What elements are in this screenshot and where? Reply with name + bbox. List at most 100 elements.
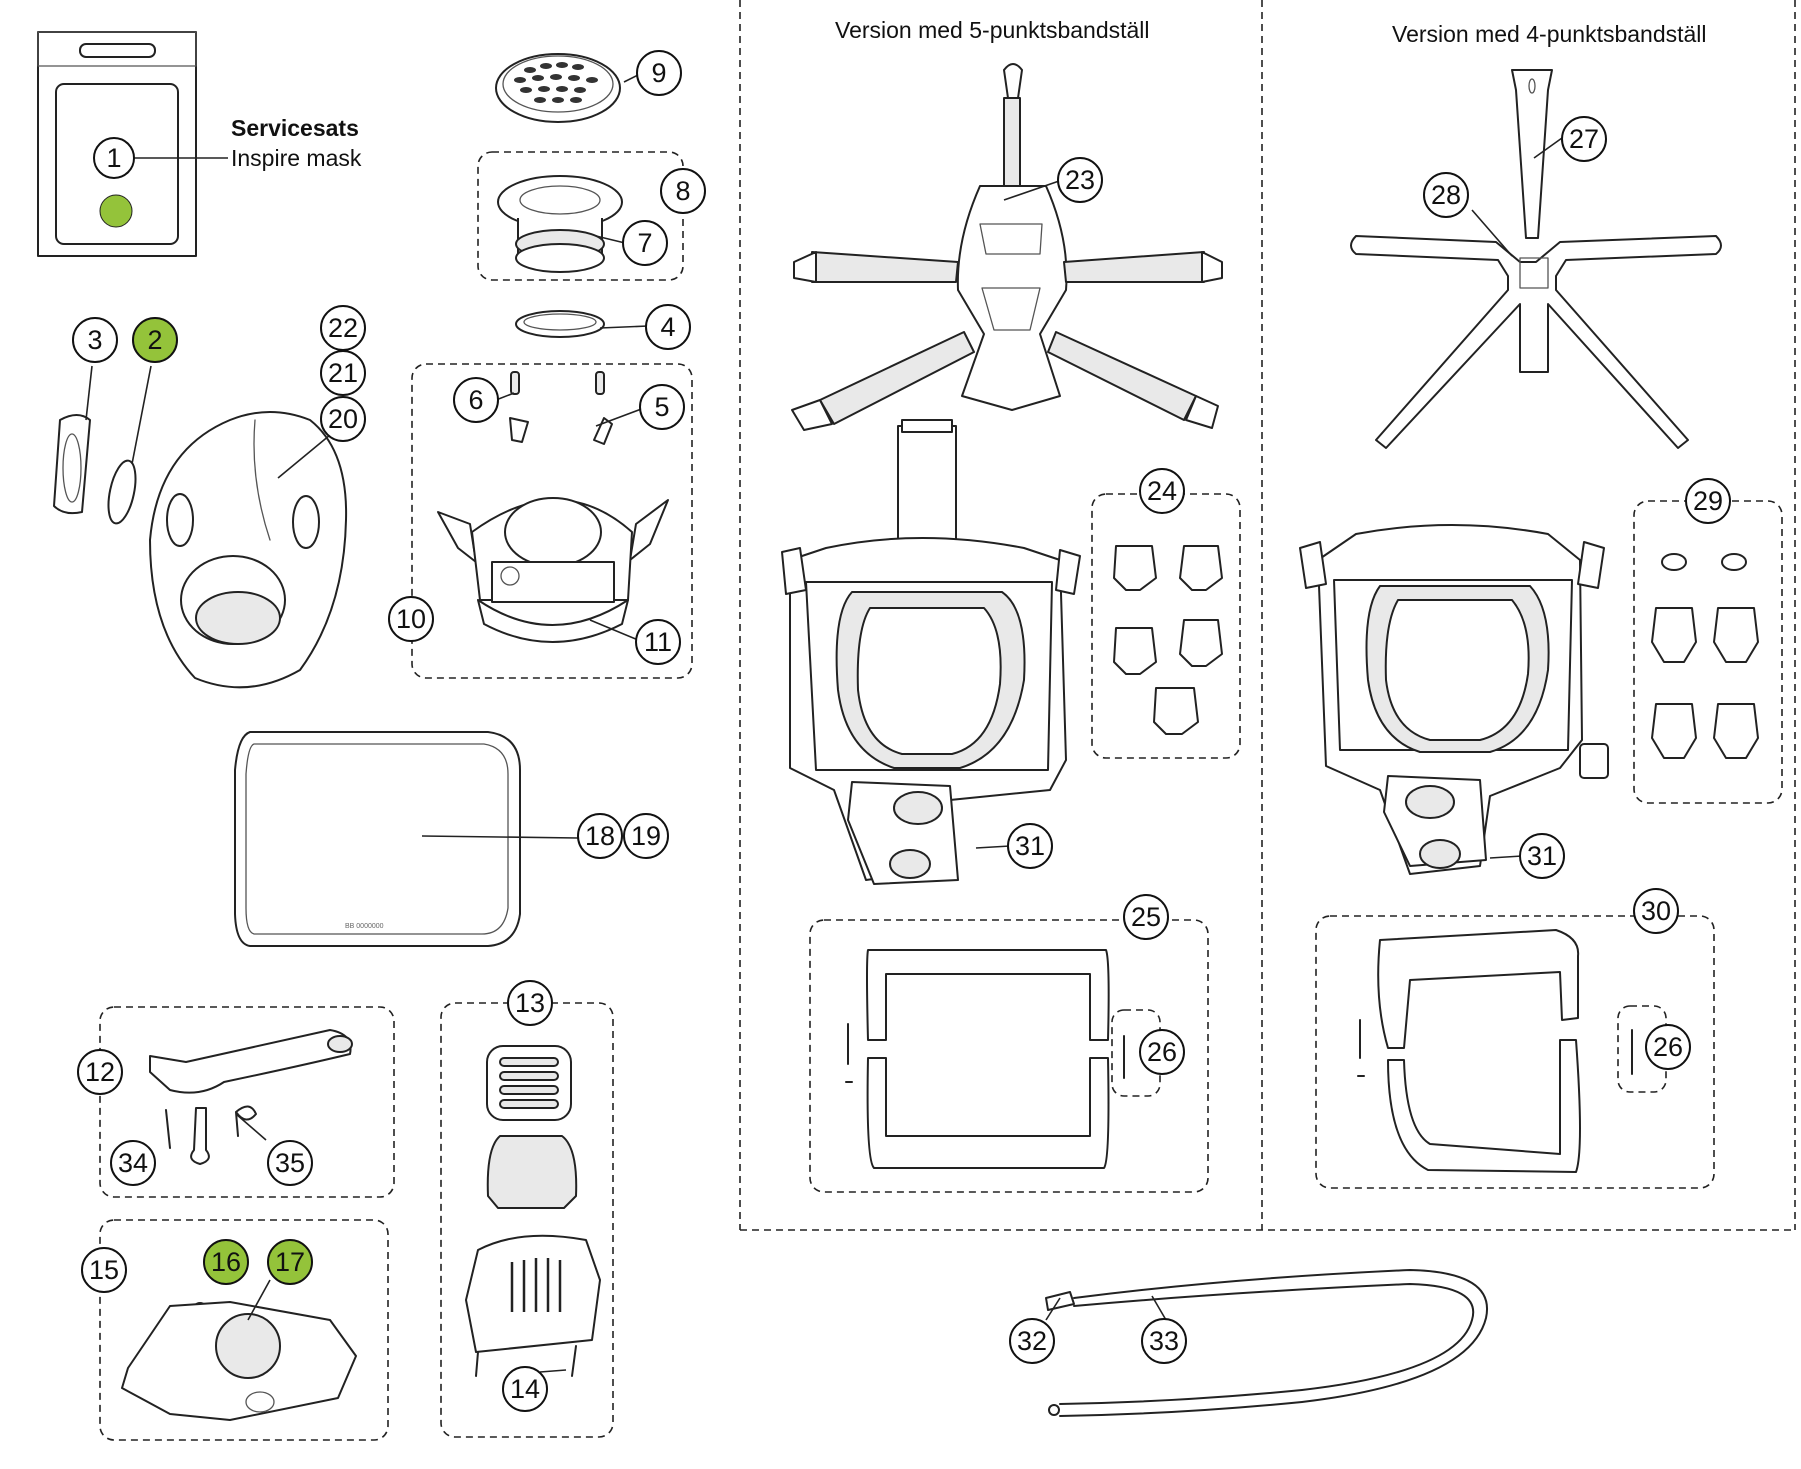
callout-28: 28	[1423, 172, 1469, 218]
svg-text:31: 31	[1527, 841, 1557, 871]
part-valve-housing	[121, 1301, 357, 1421]
callouts: 1 2 3 4 5 6 7 8 9 10 11 12 13 14 15 16 1…	[72, 50, 1731, 1412]
callout-1: 1	[93, 137, 135, 179]
svg-text:14: 14	[510, 1374, 540, 1404]
svg-text:11: 11	[644, 627, 672, 657]
part-lever	[149, 1029, 353, 1094]
svg-text:35: 35	[275, 1148, 305, 1178]
part-full-mask-4-point	[1299, 524, 1609, 875]
callout-26b: 26	[1645, 1024, 1691, 1070]
part-group-30-frame	[1315, 915, 1715, 1189]
part-group-15-frame	[99, 1219, 389, 1441]
part-screws-and-clips	[509, 371, 613, 445]
callout-12: 12	[77, 1049, 123, 1095]
callout-31a: 31	[1007, 823, 1053, 869]
svg-text:21: 21	[328, 358, 358, 388]
callout-9: 9	[636, 50, 682, 96]
callout-29: 29	[1685, 478, 1731, 524]
svg-text:20: 20	[328, 404, 358, 434]
svg-text:33: 33	[1149, 1326, 1179, 1356]
svg-text:3: 3	[87, 325, 102, 355]
callout-32: 32	[1009, 1318, 1055, 1364]
part-full-mask-5-point	[781, 419, 1081, 885]
callout-30: 30	[1633, 888, 1679, 934]
callout-10: 10	[388, 596, 434, 642]
svg-text:4: 4	[660, 312, 675, 342]
callout-16: 16	[203, 1239, 249, 1285]
callout-33: 33	[1141, 1318, 1187, 1364]
version-4-point-title: Version med 4-punktsbandställ	[1392, 21, 1707, 47]
svg-text:25: 25	[1131, 902, 1161, 932]
service-kit-green-dot	[99, 194, 133, 228]
part-group-25-frame	[809, 919, 1209, 1193]
svg-text:26: 26	[1147, 1037, 1177, 1067]
part-group-29-frame	[1633, 500, 1783, 804]
svg-text:31: 31	[1015, 831, 1045, 861]
svg-text:15: 15	[89, 1255, 119, 1285]
callout-6: 6	[453, 377, 499, 423]
svg-text:10: 10	[396, 604, 426, 634]
callout-23: 23	[1057, 157, 1103, 203]
callout-14: 14	[502, 1366, 548, 1412]
visor-marking: BB 0000000	[345, 923, 384, 930]
part-inner-mask	[149, 411, 348, 689]
callout-21: 21	[320, 350, 366, 396]
callout-8: 8	[660, 168, 706, 214]
leader-lines	[85, 73, 1563, 1373]
svg-text:22: 22	[328, 313, 358, 343]
callout-31b: 31	[1519, 833, 1565, 879]
part-inlet-housing	[465, 1234, 601, 1377]
callout-18: 18	[577, 813, 623, 859]
svg-text:6: 6	[468, 385, 483, 415]
svg-text:17: 17	[275, 1247, 305, 1277]
service-kit-title: Servicesats	[231, 115, 359, 141]
callout-2: 2	[132, 317, 178, 363]
service-kit-package: Servicesats Inspire mask	[37, 31, 362, 257]
part-outlet-tube	[497, 175, 623, 273]
part-filter-cover	[486, 1045, 572, 1121]
part-filter-pad	[486, 1135, 578, 1209]
part-grille-disc	[495, 53, 621, 123]
svg-text:24: 24	[1147, 476, 1177, 506]
svg-text:18: 18	[585, 821, 615, 851]
callout-13: 13	[507, 980, 553, 1026]
part-group-10-frame	[411, 363, 693, 679]
callout-27: 27	[1561, 116, 1607, 162]
callout-20: 20	[320, 396, 366, 442]
svg-text:9: 9	[651, 58, 666, 88]
part-ring	[515, 310, 605, 338]
callout-4: 4	[645, 304, 691, 350]
part-5-point-harness	[791, 63, 1223, 431]
svg-text:8: 8	[675, 176, 690, 206]
version-panels: Version med 5-punktsbandställ Version me…	[739, 0, 1796, 1231]
part-buckles-4-point	[1651, 553, 1759, 759]
svg-text:26: 26	[1653, 1032, 1683, 1062]
part-mask-yoke	[437, 497, 669, 643]
svg-text:2: 2	[147, 325, 162, 355]
part-4-point-harness	[1350, 69, 1722, 449]
svg-text:28: 28	[1431, 180, 1461, 210]
svg-text:16: 16	[211, 1247, 241, 1277]
part-buckles-5-point	[1113, 545, 1223, 735]
svg-text:7: 7	[637, 228, 652, 258]
part-pin-and-spring	[165, 1105, 257, 1165]
svg-text:13: 13	[515, 988, 545, 1018]
callout-26a: 26	[1139, 1029, 1185, 1075]
callout-3: 3	[72, 317, 118, 363]
svg-text:30: 30	[1641, 896, 1671, 926]
part-visor-frame-5-point	[845, 949, 1110, 1169]
part-visor-frame-4-point	[1357, 929, 1581, 1173]
callout-22: 22	[320, 305, 366, 351]
svg-text:1: 1	[106, 143, 121, 173]
part-group-8-frame	[477, 151, 684, 281]
part-visor: BB 0000000	[234, 731, 521, 947]
service-kit-subtitle: Inspire mask	[231, 145, 362, 171]
callout-11: 11	[635, 619, 681, 665]
svg-text:32: 32	[1017, 1326, 1047, 1356]
svg-text:34: 34	[118, 1148, 148, 1178]
callout-7: 7	[622, 220, 668, 266]
callout-17: 17	[267, 1239, 313, 1285]
svg-text:5: 5	[654, 392, 669, 422]
callout-19: 19	[623, 813, 669, 859]
